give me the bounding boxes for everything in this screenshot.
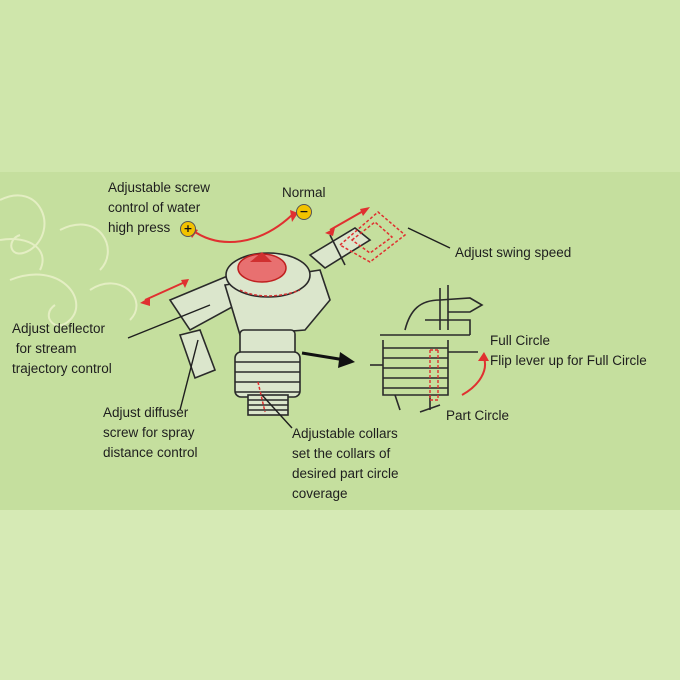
middle-band	[0, 172, 680, 510]
ornament-swirl	[0, 194, 138, 327]
pressure-arrow	[191, 214, 293, 243]
deflector-leader	[127, 304, 211, 339]
top-band	[0, 0, 680, 172]
label-diffuser: Adjust diffuser screw for spray distance…	[103, 405, 198, 460]
sprinkler-body	[168, 227, 372, 416]
label-full-circle: Full Circle Flip lever up for Full Circl…	[490, 333, 647, 368]
label-swing-speed: Adjust swing speed	[455, 245, 572, 260]
part-circle-arrow	[461, 357, 486, 396]
bottom-band	[0, 510, 680, 680]
detail-collar-drawing	[370, 285, 484, 413]
swing-arm-dashed	[338, 211, 407, 263]
leader-lines	[127, 227, 451, 429]
swing-leader	[407, 227, 451, 249]
minus-badge: −	[296, 204, 312, 220]
diffuser-leader	[179, 339, 199, 411]
collars-leader	[261, 394, 293, 429]
red-arrows	[144, 209, 486, 396]
deflector-arrow	[144, 281, 186, 301]
label-part-circle: Part Circle	[446, 408, 510, 423]
detail-collar-dashed	[429, 349, 439, 401]
swing-arrow	[329, 209, 366, 231]
nozzle-head-red	[237, 252, 301, 297]
plus-badge: +	[180, 221, 196, 237]
label-normal: Normal	[282, 185, 326, 200]
detail-pointer-arrow	[301, 351, 355, 368]
label-screw: Adjustable screw control of water high p…	[108, 180, 211, 235]
label-deflector: Adjust deflector for stream trajectory c…	[12, 321, 112, 376]
label-collars: Adjustable collars set the collars of de…	[292, 426, 399, 501]
collar-dashed	[257, 381, 266, 413]
